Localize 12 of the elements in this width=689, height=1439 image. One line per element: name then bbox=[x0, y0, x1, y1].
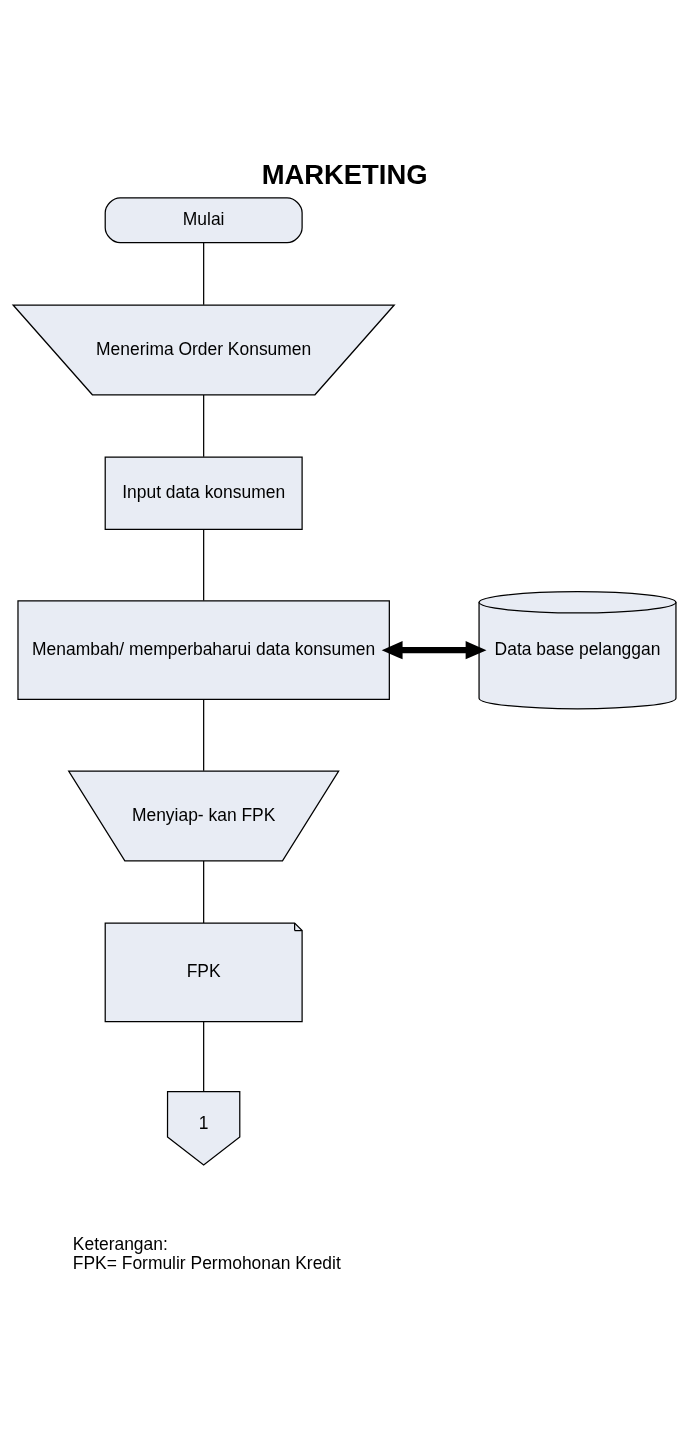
connector bbox=[203, 528, 205, 601]
node-box: Menambah/ memperbaharui data konsumen bbox=[17, 599, 390, 700]
connector bbox=[203, 1020, 205, 1092]
node-box: Input data konsumen bbox=[104, 455, 303, 530]
arrow bbox=[381, 640, 487, 659]
diagram-title: MARKETING bbox=[261, 158, 428, 190]
connector bbox=[203, 393, 205, 457]
connector bbox=[203, 241, 205, 305]
connector bbox=[203, 698, 205, 771]
label: Keterangan: bbox=[72, 1233, 168, 1254]
connector bbox=[203, 859, 205, 924]
node-box: Mulai bbox=[104, 196, 303, 243]
